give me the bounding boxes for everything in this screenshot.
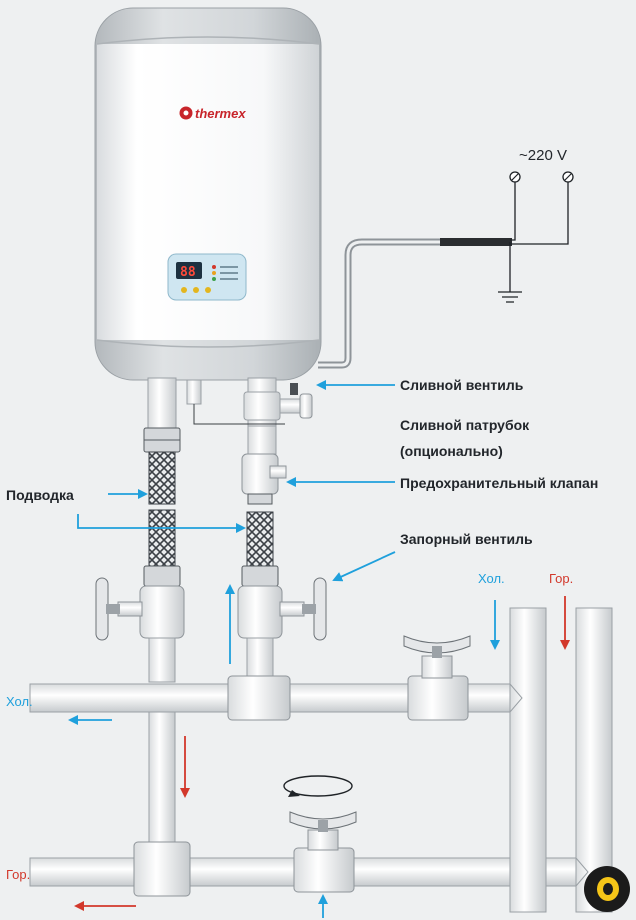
- temperature-display: 88: [180, 265, 196, 280]
- hot-flow-arrows: [74, 596, 570, 911]
- hot-flow-label-left: Гор.: [6, 867, 31, 882]
- hot-flow-label-top: Гор.: [549, 571, 574, 586]
- cold-riser: [509, 607, 547, 913]
- drain-pipe-optional-label: (опционально): [400, 443, 503, 459]
- terminal-left-icon: [509, 171, 521, 183]
- supply-label: Подводка: [6, 487, 74, 503]
- drain-pipe-label: Сливной патрубок: [400, 417, 530, 433]
- shutoff-valve-label: Запорный вентиль: [400, 531, 533, 547]
- safety-valve-label: Предохранительный клапан: [400, 475, 599, 491]
- supply-hose-right: [246, 493, 274, 567]
- cold-water-main: [29, 635, 519, 721]
- water-heater: [94, 7, 322, 381]
- drain-valve-label: Сливной вентиль: [400, 377, 524, 393]
- leader-arrows: [68, 380, 500, 918]
- drain-valve: [243, 383, 313, 421]
- rotate-handle-icon: [283, 775, 353, 797]
- shutoff-valve-left: [95, 565, 185, 641]
- control-panel: [167, 253, 247, 301]
- power-wires: [498, 182, 569, 303]
- safety-valve: [241, 425, 287, 495]
- site-logo-icon: [584, 866, 630, 912]
- hot-riser: [575, 607, 613, 913]
- power-cable: [318, 238, 512, 369]
- cold-flow-label-top: Хол.: [478, 571, 505, 586]
- hot-water-main: [29, 811, 591, 897]
- supply-hose-left: [143, 427, 181, 567]
- drain-pipe: [186, 379, 202, 405]
- brand-name: thermex: [195, 106, 246, 121]
- cold-flow-label-left: Хол.: [6, 694, 33, 709]
- thermex-logo: [179, 106, 193, 120]
- shutoff-valve-right: [237, 565, 327, 641]
- terminal-right-icon: [562, 171, 574, 183]
- voltage-label: ~220 V: [519, 147, 567, 164]
